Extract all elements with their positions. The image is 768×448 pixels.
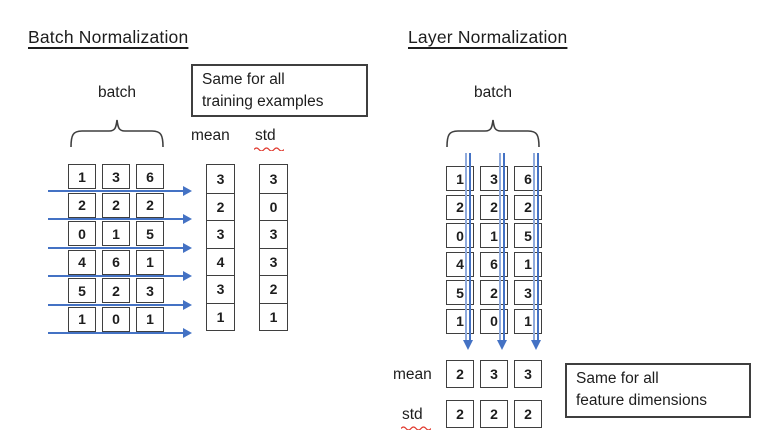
mean-cell: 3 xyxy=(480,360,508,388)
bn-matrix-column-3: 6 2 5 1 3 1 xyxy=(136,164,164,332)
matrix-cell: 5 xyxy=(68,278,96,303)
std-cell: 2 xyxy=(260,275,287,303)
batch-norm-note: Same for all training examples xyxy=(191,64,368,117)
std-cell: 3 xyxy=(260,247,287,276)
mean-label-right: mean xyxy=(393,366,432,383)
matrix-cell: 3 xyxy=(136,278,164,303)
mean-cell: 3 xyxy=(207,220,234,248)
std-cell: 2 xyxy=(480,400,508,428)
batch-norm-title: Batch Normalization xyxy=(28,27,189,47)
matrix-cell: 1 xyxy=(68,306,96,332)
mean-cell: 3 xyxy=(207,275,234,303)
bn-mean-column: 3 2 3 4 3 1 xyxy=(206,164,235,331)
matrix-cell: 5 xyxy=(136,221,164,246)
bn-matrix-column-2: 3 2 1 6 2 0 xyxy=(102,164,130,332)
matrix-cell: 1 xyxy=(136,306,164,332)
batch-norm-note-line2: training examples xyxy=(202,93,324,110)
batch-label-left: batch xyxy=(98,84,136,101)
std-cell: 2 xyxy=(514,400,542,428)
std-label-right: std xyxy=(402,406,423,423)
bn-std-column: 3 0 3 3 2 1 xyxy=(259,164,288,331)
std-cell: 1 xyxy=(260,302,287,331)
row-norm-arrow xyxy=(48,328,192,338)
matrix-cell: 0 xyxy=(102,306,130,332)
matrix-cell: 2 xyxy=(68,192,96,218)
matrix-cell: 2 xyxy=(102,278,130,303)
mean-cell: 2 xyxy=(207,192,234,221)
matrix-cell: 4 xyxy=(68,249,96,275)
std-cell: 2 xyxy=(446,400,474,428)
batch-norm-note-line1: Same for all xyxy=(202,71,285,88)
layer-norm-note: Same for all feature dimensions xyxy=(565,363,751,418)
batch-brace-left xyxy=(70,119,164,148)
bn-matrix-column-1: 1 2 0 4 5 1 xyxy=(68,164,96,332)
std-cell: 3 xyxy=(269,170,278,187)
mean-cell: 3 xyxy=(216,170,225,187)
layer-norm-title: Layer Normalization xyxy=(408,27,568,47)
matrix-cell: 6 xyxy=(136,164,164,189)
mean-cell: 4 xyxy=(207,247,234,276)
spellcheck-squiggle-right xyxy=(401,426,431,430)
std-cell: 3 xyxy=(260,220,287,248)
matrix-cell: 1 xyxy=(136,249,164,275)
mean-cell: 2 xyxy=(446,360,474,388)
matrix-cell: 3 xyxy=(102,164,130,189)
row-norm-arrow xyxy=(48,185,192,196)
mean-cell: 3 xyxy=(514,360,542,388)
row-norm-arrow xyxy=(48,299,192,310)
spellcheck-squiggle-left xyxy=(254,147,284,151)
row-norm-arrow xyxy=(48,271,192,281)
row-norm-arrow xyxy=(48,214,192,224)
std-cell: 0 xyxy=(260,192,287,221)
layer-norm-note-line1: Same for all xyxy=(576,370,659,387)
batch-brace-right xyxy=(446,119,540,148)
matrix-cell: 2 xyxy=(102,192,130,218)
matrix-cell: 1 xyxy=(68,164,96,189)
matrix-cell: 6 xyxy=(102,249,130,275)
mean-cell: 1 xyxy=(207,302,234,331)
batch-label-right: batch xyxy=(474,84,512,101)
matrix-cell: 2 xyxy=(136,192,164,218)
row-norm-arrow xyxy=(48,242,192,253)
std-label-left: std xyxy=(255,127,276,144)
matrix-cell: 1 xyxy=(102,221,130,246)
mean-label-left: mean xyxy=(191,127,230,144)
matrix-cell: 0 xyxy=(68,221,96,246)
layer-norm-note-line2: feature dimensions xyxy=(576,392,707,409)
